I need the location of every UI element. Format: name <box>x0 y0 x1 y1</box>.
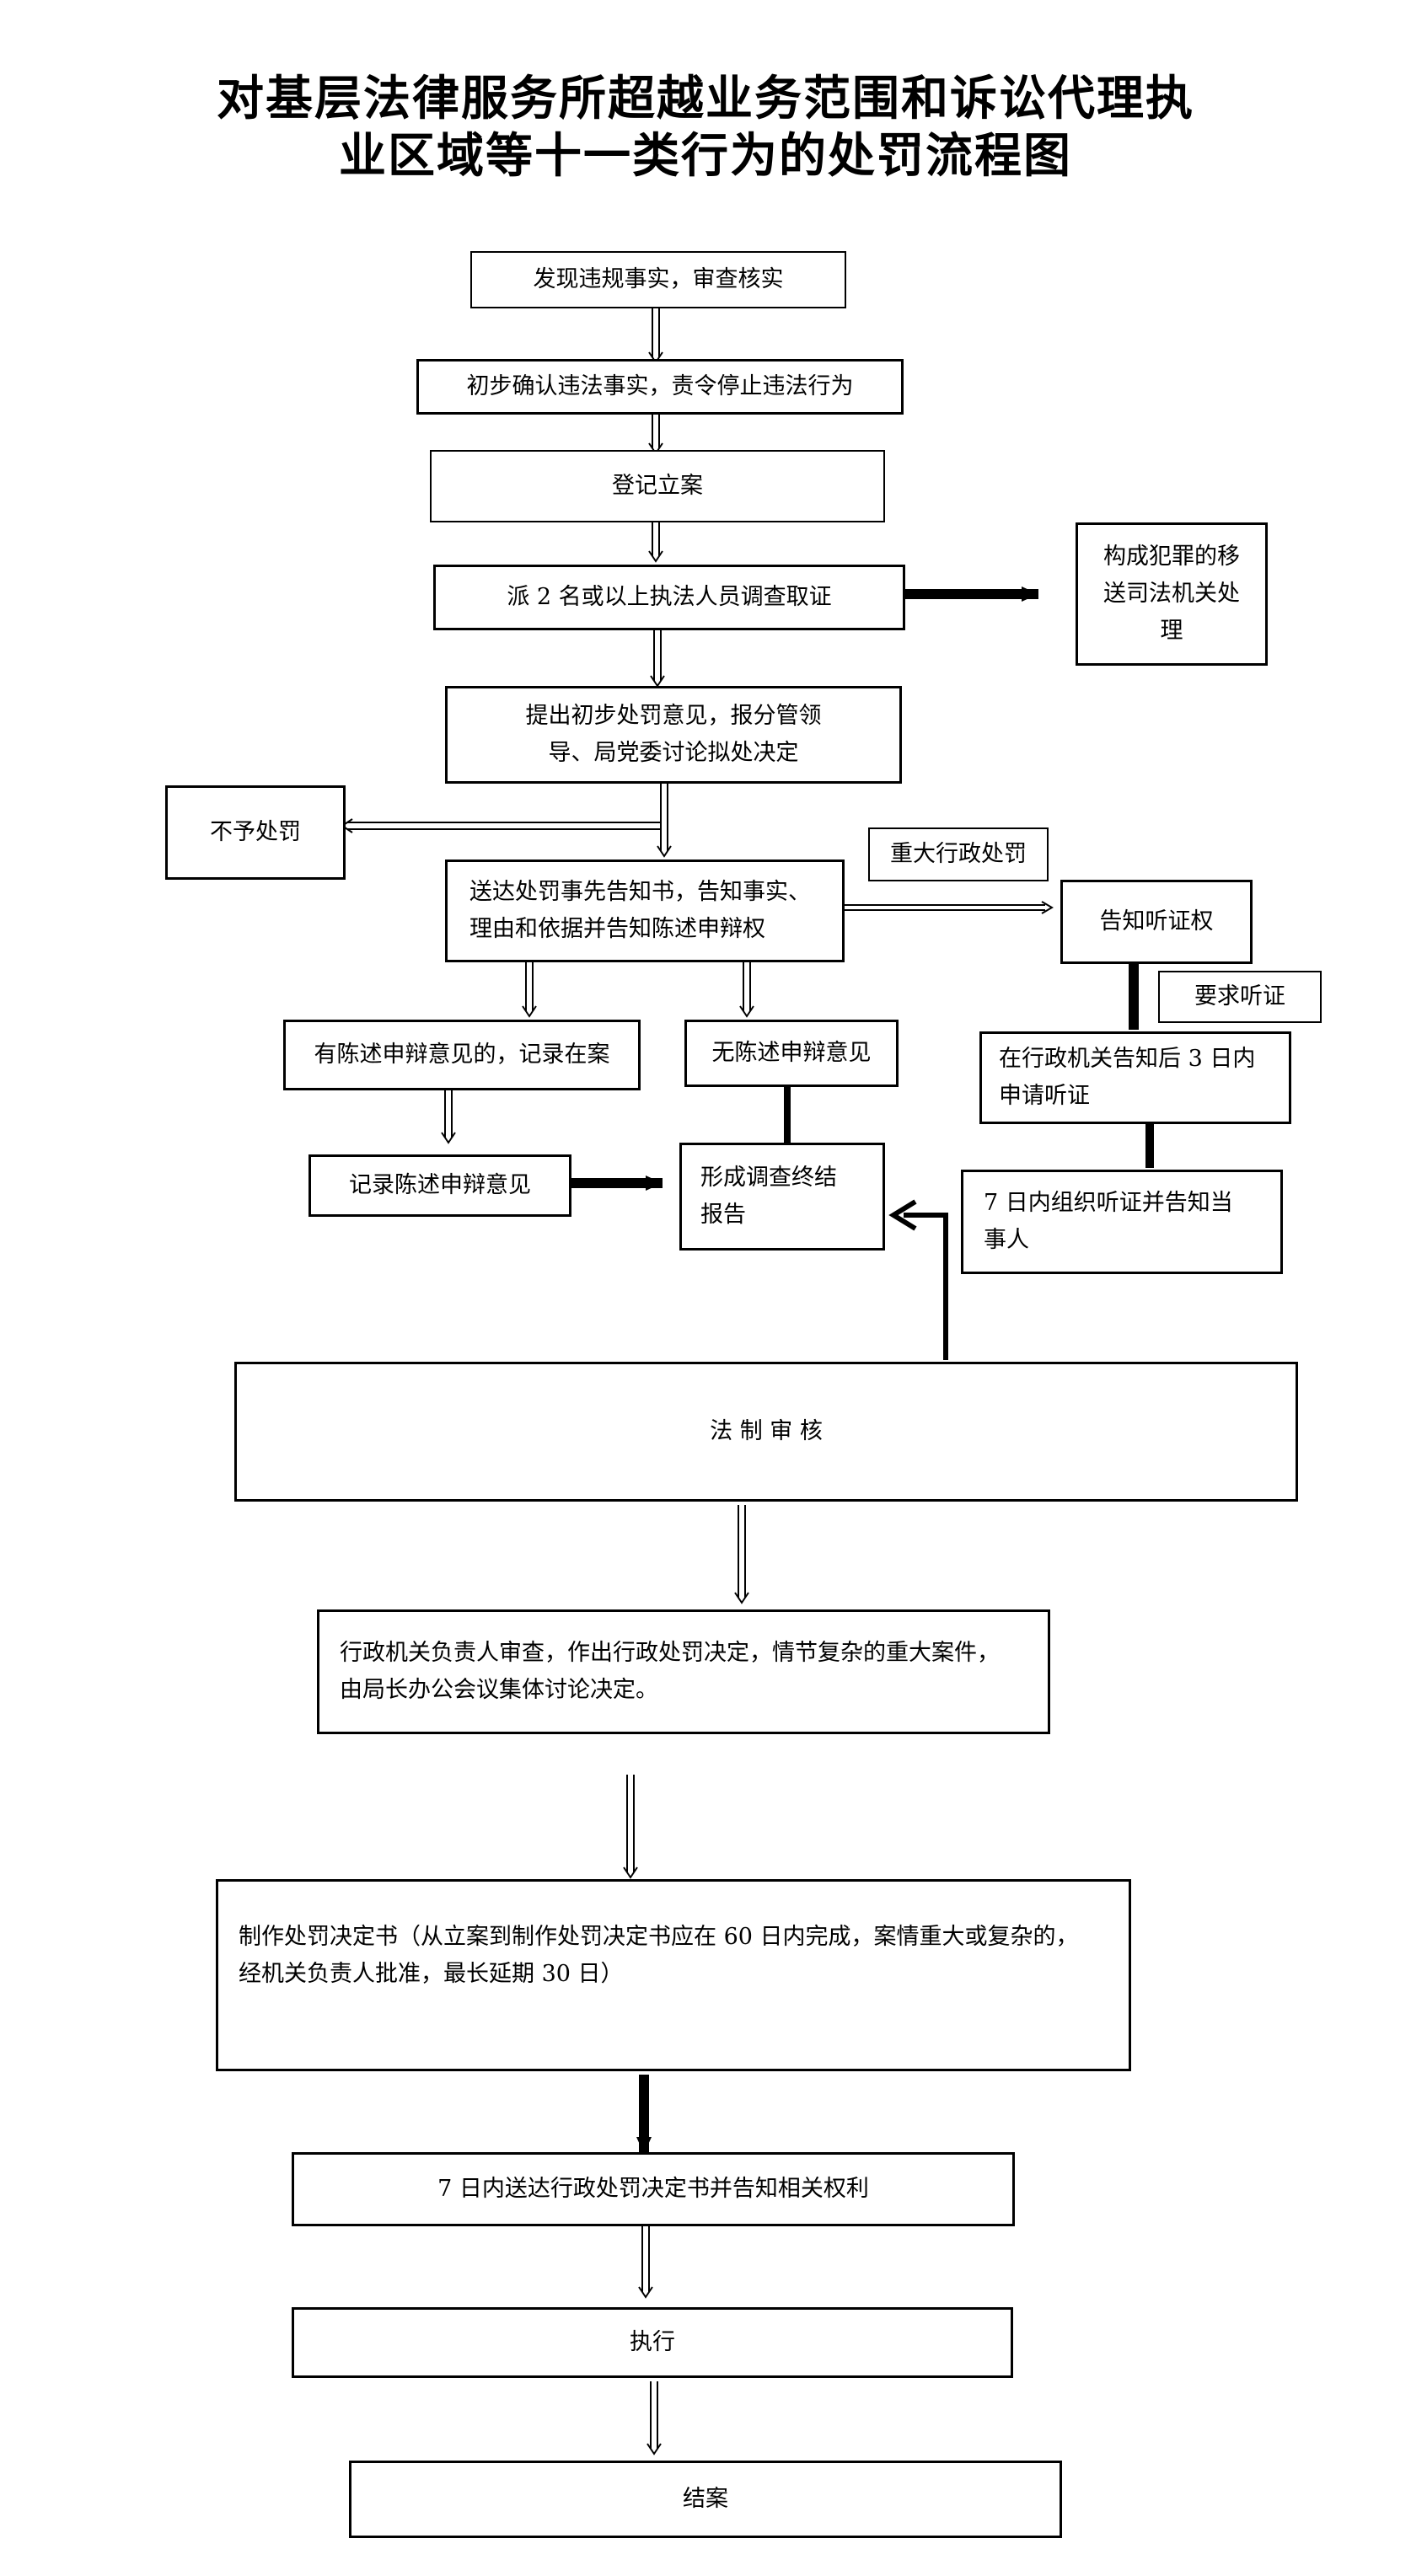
node-execute-label: 执行 <box>630 2329 675 2355</box>
node-request-hearing: 要求听证 <box>1158 971 1322 1023</box>
node-request-hearing-label: 要求听证 <box>1194 983 1285 1010</box>
arrow-confirm-to-register <box>648 413 663 455</box>
arrow-with-statement-to-record <box>441 1087 456 1144</box>
node-advance-notice-label: 送达处罚事先告知书，告知事实、 理由和依据并告知陈述申辩权 <box>469 879 811 942</box>
arrow-execute-to-close <box>646 2381 662 2456</box>
node-transfer-judicial-label: 构成犯罪的移 送司法机关处 理 <box>1103 544 1240 644</box>
node-confirm-violation-label: 初步确认违法事实，责令停止违法行为 <box>466 373 854 399</box>
node-record-statement-label: 记录陈述申辩意见 <box>349 1172 531 1198</box>
node-register-case: 登记立案 <box>430 450 885 522</box>
node-apply-hearing: 在行政机关告知后 3 日内 申请听证 <box>979 1031 1291 1124</box>
node-hearing-right-label: 告知听证权 <box>1099 908 1214 935</box>
node-hearing-right: 告知听证权 <box>1060 880 1253 964</box>
node-discover-facts-label: 发现违规事实，审查核实 <box>533 266 784 292</box>
node-no-penalty: 不予处罚 <box>165 785 346 880</box>
node-execute: 执行 <box>292 2307 1013 2378</box>
node-final-report: 形成调查终结 报告 <box>679 1143 885 1251</box>
arrow-review-to-decision <box>734 1505 749 1604</box>
arrow-notice-to-no-statement <box>739 962 754 1018</box>
page-title-line-2: 业区域等十一类行为的处罚流程图 <box>339 129 1072 184</box>
arrow-review-to-report <box>904 1213 948 1360</box>
node-legal-review: 法 制 审 核 <box>234 1362 1298 1502</box>
node-organize-hearing-label: 7 日内组织听证并告知当 事人 <box>984 1190 1233 1253</box>
node-confirm-violation: 初步确认违法事实，责令停止违法行为 <box>416 359 904 415</box>
node-initial-proposal: 提出初步处罚意见，报分管领 导、局党委讨论拟处决定 <box>445 686 902 784</box>
node-transfer-judicial: 构成犯罪的移 送司法机关处 理 <box>1076 522 1268 666</box>
node-close-case: 结案 <box>349 2461 1062 2538</box>
node-penalty-decision-label: 行政机关负责人审查，作出行政处罚决定，情节复杂的重大案件， 由局长办公会议集体讨… <box>340 1640 1000 1703</box>
node-no-penalty-label: 不予处罚 <box>210 819 301 845</box>
arrow-notice-to-hearing-right <box>843 901 1054 914</box>
arrow-review-to-report-head <box>888 1199 917 1231</box>
node-no-statement-label: 无陈述申辩意见 <box>711 1040 872 1066</box>
node-final-report-label: 形成调查终结 报告 <box>700 1165 837 1228</box>
node-discover-facts: 发现违规事实，审查核实 <box>470 251 846 308</box>
node-advance-notice: 送达处罚事先告知书，告知事实、 理由和依据并告知陈述申辩权 <box>445 860 845 962</box>
arrow-deliver-to-execute <box>638 2225 653 2299</box>
node-make-decision-document: 制作处罚决定书（从立案到制作处罚决定书应在 60 日内完成，案情重大或复杂的， … <box>216 1879 1131 2071</box>
node-investigate-label: 派 2 名或以上执法人员调查取证 <box>507 584 832 610</box>
arrow-notice-to-with-statement <box>522 962 537 1018</box>
arrow-decision-to-make-decision <box>623 1775 638 1879</box>
node-with-statement: 有陈述申辩意见的，记录在案 <box>283 1020 641 1090</box>
arrow-discover-to-confirm <box>648 308 663 364</box>
node-initial-proposal-label: 提出初步处罚意见，报分管领 导、局党委讨论拟处决定 <box>525 703 822 766</box>
node-make-decision-document-label: 制作处罚决定书（从立案到制作处罚决定书应在 60 日内完成，案情重大或复杂的， … <box>239 1924 1079 1987</box>
node-record-statement: 记录陈述申辩意见 <box>308 1154 571 1217</box>
node-register-case-label: 登记立案 <box>612 473 703 499</box>
node-apply-hearing-label: 在行政机关告知后 3 日内 申请听证 <box>999 1046 1256 1109</box>
page-title-line-1: 对基层法律服务所超越业务范围和诉讼代理执 <box>217 72 1194 126</box>
node-organize-hearing: 7 日内组织听证并告知当 事人 <box>961 1170 1283 1274</box>
node-major-penalty-label: 重大行政处罚 <box>890 841 1027 867</box>
node-deliver-decision-label: 7 日内送达行政处罚决定书并告知相关权利 <box>437 2176 869 2202</box>
arrow-register-to-investigate <box>648 522 663 563</box>
node-deliver-decision: 7 日内送达行政处罚决定书并告知相关权利 <box>292 2152 1015 2226</box>
node-penalty-decision: 行政机关负责人审查，作出行政处罚决定，情节复杂的重大案件， 由局长办公会议集体讨… <box>317 1609 1050 1734</box>
node-investigate: 派 2 名或以上执法人员调查取证 <box>433 565 905 630</box>
arrow-investigate-to-proposal <box>650 629 665 688</box>
node-close-case-label: 结案 <box>683 2486 728 2512</box>
node-no-statement: 无陈述申辩意见 <box>684 1020 899 1087</box>
node-major-penalty: 重大行政处罚 <box>868 827 1049 881</box>
node-legal-review-label: 法 制 审 核 <box>710 1418 823 1444</box>
arrow-to-no-penalty <box>341 818 661 833</box>
node-with-statement-label: 有陈述申辩意见的，记录在案 <box>314 1042 610 1068</box>
arrow-proposal-to-notice <box>657 784 672 858</box>
